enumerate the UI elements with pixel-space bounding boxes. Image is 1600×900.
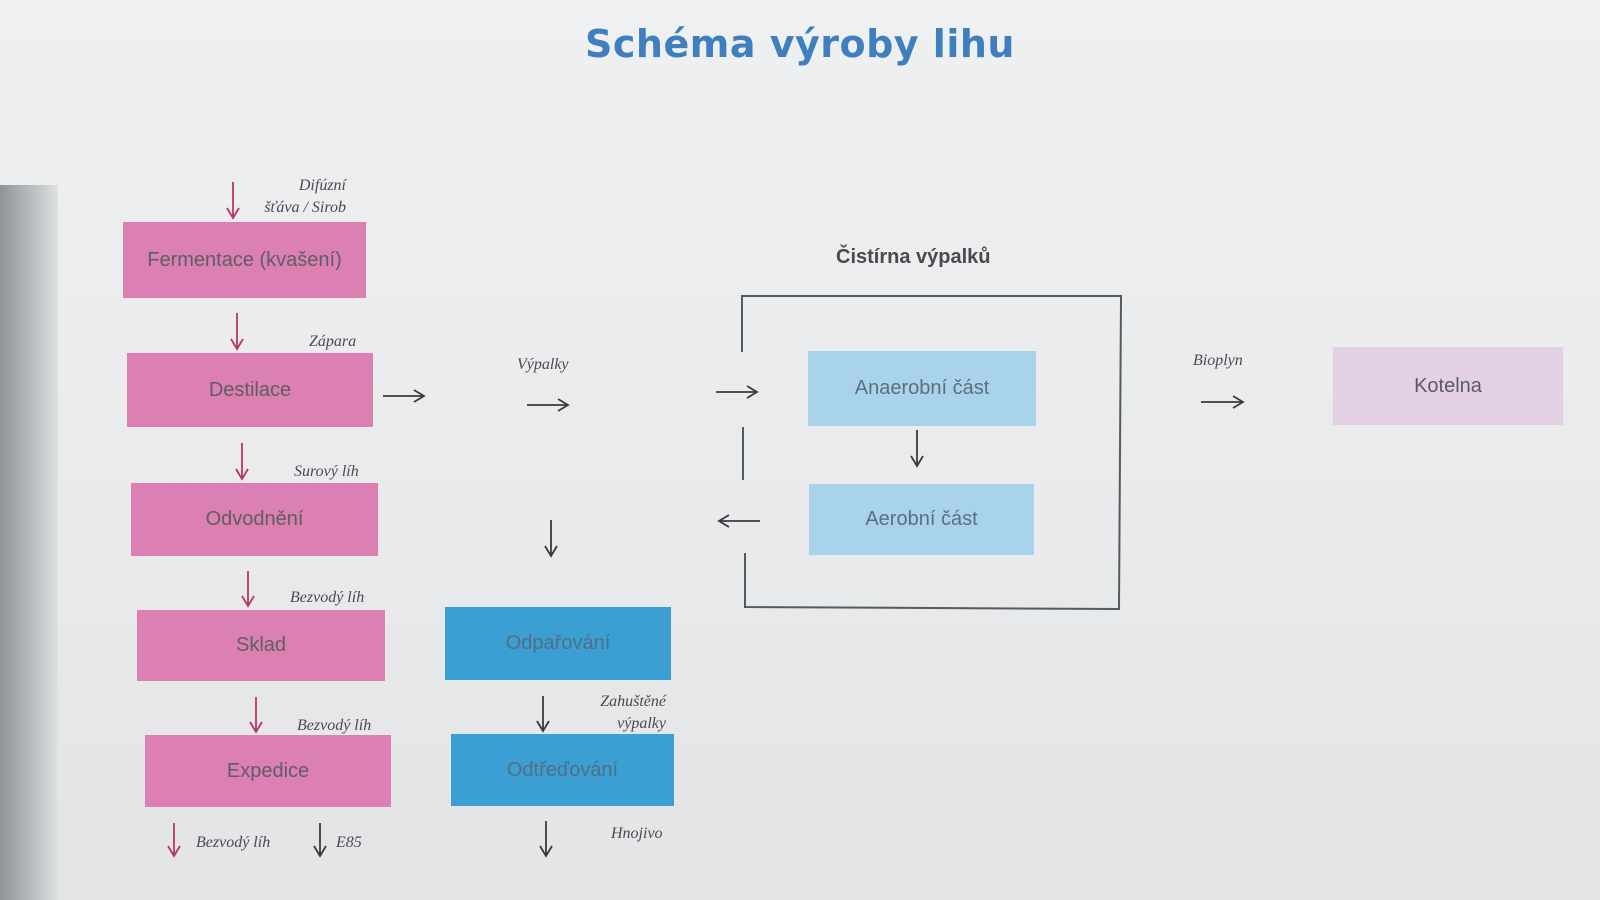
arrow-expedice-out-e85 bbox=[313, 823, 327, 858]
label-bioplyn: Bioplyn bbox=[1193, 352, 1243, 369]
arrow-expedice-out-bezvody bbox=[167, 823, 181, 858]
box-expedice: Expedice bbox=[145, 735, 391, 807]
box-odvodneni: Odvodnění bbox=[131, 483, 378, 556]
box-odtredovani: Odtřeďování bbox=[451, 734, 674, 806]
arrow-anaerobni-to-aerobni bbox=[910, 430, 924, 468]
sheet-edge-shadow bbox=[0, 185, 58, 900]
label-zapara: Zápara bbox=[309, 333, 357, 350]
label-bezvody-lih-out: Bezvodý líh bbox=[196, 834, 271, 851]
box-sklad: Sklad bbox=[137, 610, 385, 681]
label-vypalky: Výpalky bbox=[517, 356, 569, 373]
cistirna-heading: Čistírna výpalků bbox=[836, 246, 991, 268]
arrow-odtredovani-out-hnojivo bbox=[539, 821, 553, 858]
label-hnojivo: Hnojivo bbox=[611, 825, 663, 842]
arrow-destilace-right bbox=[383, 389, 426, 403]
label-zahustene: Zahuštěné výpalky bbox=[560, 691, 666, 735]
label-difuzni: Difúzní šťáva / Sirob bbox=[252, 175, 346, 219]
arrow-into-cistirna bbox=[716, 385, 759, 399]
diagram-title: Schéma výroby lihu bbox=[585, 22, 1015, 66]
label-surovy-lih: Surový líh bbox=[294, 463, 359, 480]
box-odparovani: Odpařování bbox=[445, 607, 671, 680]
label-bezvody-lih-sklad: Bezvodý líh bbox=[290, 589, 365, 606]
arrow-into-fermentace bbox=[226, 182, 240, 220]
arrow-vypalky-right bbox=[527, 398, 570, 412]
label-difuzni-line1: Difúzní bbox=[298, 177, 346, 194]
arrow-odparovani-to-odtredovani bbox=[536, 696, 550, 733]
arrow-out-of-cistirna bbox=[717, 514, 760, 528]
arrow-bioplyn-to-kotelna bbox=[1201, 395, 1245, 409]
label-bezvody-lih-expedice: Bezvodý líh bbox=[297, 717, 372, 734]
arrow-fermentace-to-destilace bbox=[230, 313, 244, 351]
label-difuzni-line2: šťáva / Sirob bbox=[264, 199, 346, 216]
cistirna-frame bbox=[741, 295, 1123, 611]
box-destilace: Destilace bbox=[127, 353, 373, 427]
box-aerobni: Aerobní část bbox=[809, 484, 1034, 555]
label-e85: E85 bbox=[336, 834, 362, 851]
arrow-destilace-to-odvodneni bbox=[235, 443, 249, 481]
arrow-odvodneni-to-sklad bbox=[241, 571, 255, 608]
label-zahustene-line1: Zahuštěné bbox=[600, 693, 666, 710]
box-fermentace: Fermentace (kvašení) bbox=[123, 222, 366, 298]
box-anaerobni: Anaerobní část bbox=[808, 351, 1036, 426]
arrow-sklad-to-expedice bbox=[249, 697, 263, 734]
label-zahustene-line2: výpalky bbox=[617, 715, 666, 732]
arrow-down-to-odparovani bbox=[544, 520, 558, 558]
box-kotelna: Kotelna bbox=[1333, 347, 1563, 425]
